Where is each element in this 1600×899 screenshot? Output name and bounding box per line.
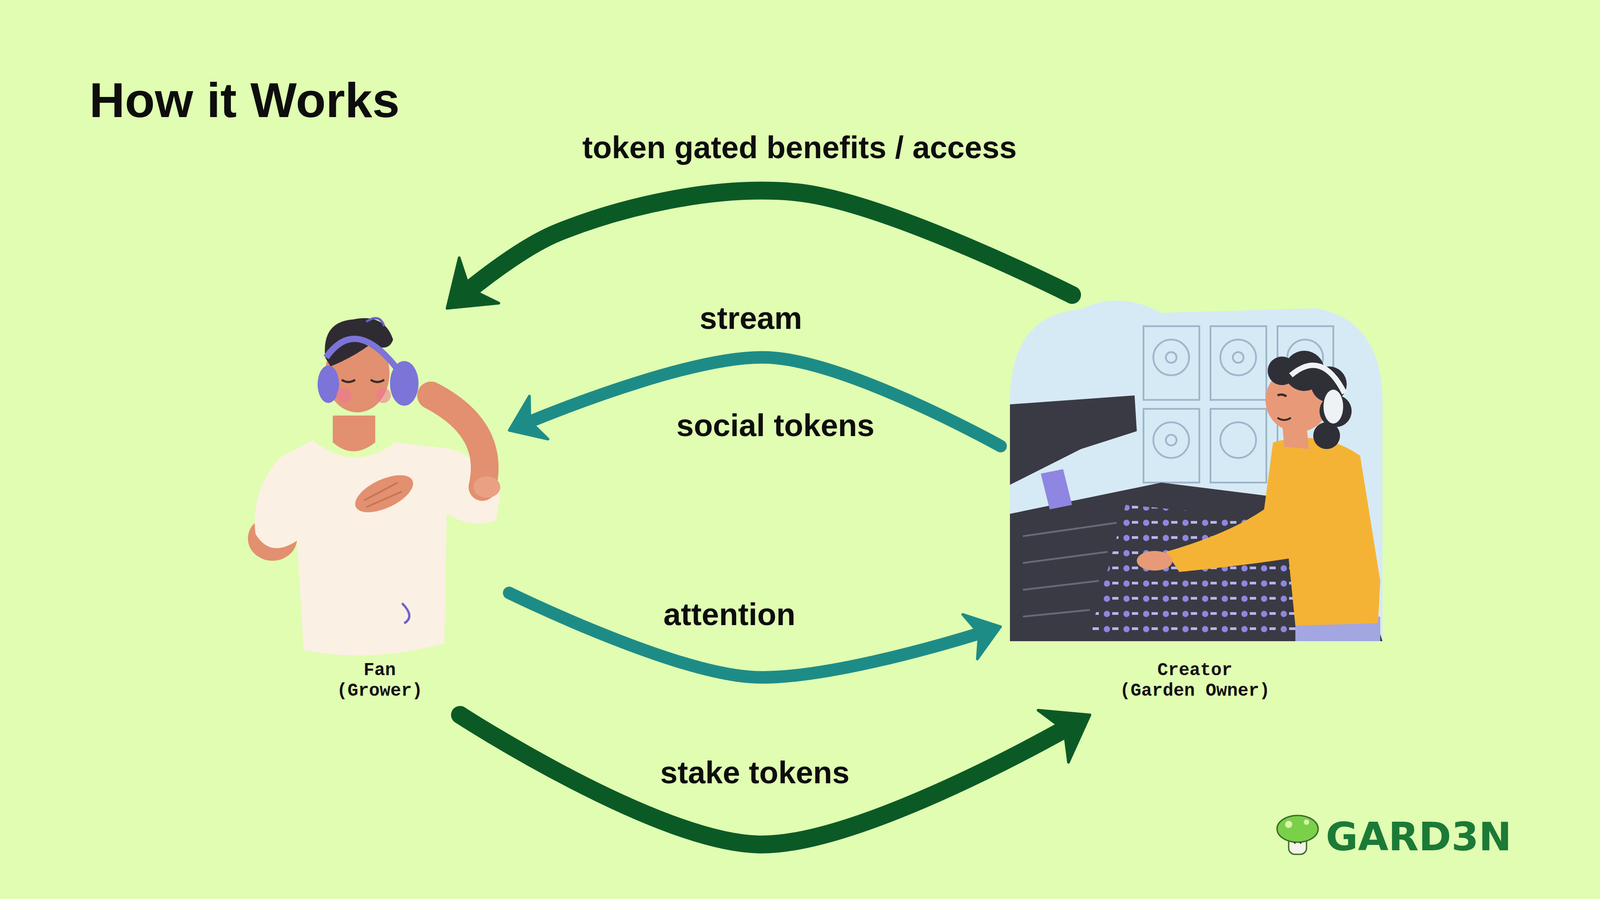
figure-node: Fan (Grower) (250, 308, 510, 715)
fan-figure (247, 318, 501, 656)
flow-arrow (460, 709, 1090, 845)
arrow-shaft (509, 592, 1001, 678)
arrow-head (962, 614, 1001, 659)
arrow-shaft (447, 190, 1073, 309)
edge-label: stake tokens (655, 755, 855, 790)
logo-wordmark: GARD3N (1325, 815, 1512, 859)
edge-label: token gated benefits / access (578, 130, 1022, 165)
edge-label: stream (695, 301, 807, 336)
arrow-head (447, 257, 499, 309)
arrow-head (509, 395, 549, 439)
figure-node: Creator (Garden Owner) (1000, 294, 1390, 715)
flow-arrow (509, 357, 1001, 447)
edge-label: attention (658, 597, 800, 632)
arrow-shaft (509, 357, 1001, 447)
arrow-head (1038, 709, 1090, 763)
edge-note: social tokens (671, 408, 880, 443)
logo-icon (1277, 815, 1319, 855)
node-caption: Fan (Grower) (330, 660, 429, 702)
node-caption: Creator (Garden Owner) (1114, 660, 1276, 702)
flow-arrow (447, 190, 1073, 309)
creator-figure (1009, 300, 1383, 641)
flow-arrow (509, 592, 1001, 678)
arrow-shaft (460, 714, 1090, 845)
diagram-title: How it Works (89, 71, 400, 129)
